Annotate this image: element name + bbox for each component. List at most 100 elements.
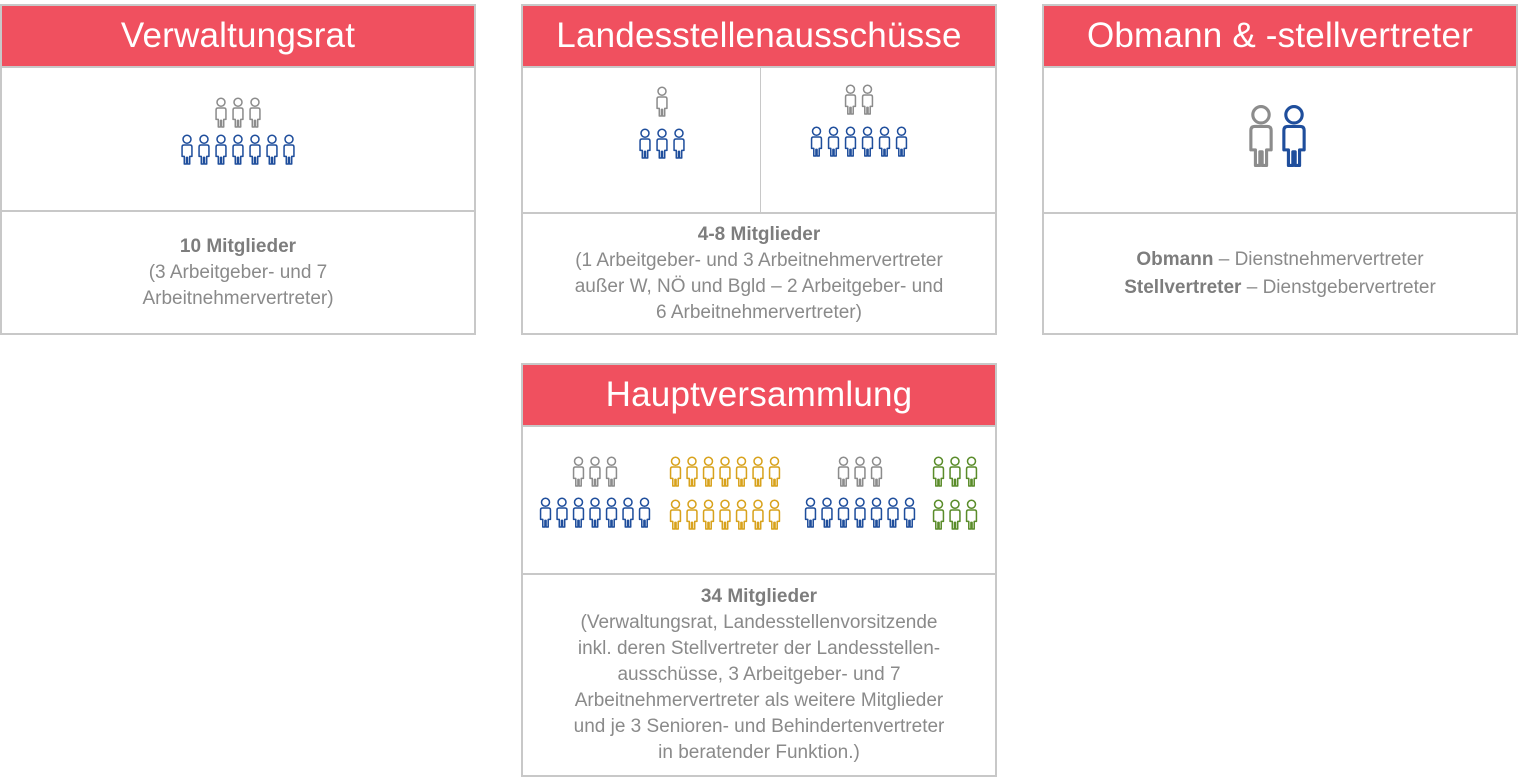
person-icon	[639, 128, 651, 159]
people-icon-group	[2, 68, 474, 212]
detail-line: Arbeitnehmervertreter als weitere Mitgli…	[574, 690, 944, 711]
detail-line: ausschüsse, 3 Arbeitgeber- und 7	[617, 664, 901, 685]
people-icon-group	[523, 68, 995, 214]
person-icon	[844, 84, 857, 115]
card-description: Obmann – Dienstnehmervertreter Stellvert…	[1044, 214, 1516, 333]
person-icon	[821, 497, 833, 528]
people-group-icon-verwaltungsrat	[181, 97, 295, 165]
card-landesstellenausschuesse: Landesstellenausschüsse 4-8 Mitglieder (…	[521, 4, 997, 335]
detail-line: inkl. deren Stellvertreter der Landesste…	[577, 638, 941, 659]
person-icon	[837, 497, 850, 528]
person-icon	[572, 497, 585, 528]
person-icon	[198, 134, 210, 165]
person-icon	[768, 499, 781, 530]
person-icon	[932, 456, 945, 487]
person-icon	[656, 128, 668, 159]
card-description: 34 Mitglieder (Verwaltungsrat, Landesste…	[523, 575, 995, 775]
role-obmann: Obmann	[1136, 248, 1214, 270]
person-icon	[735, 499, 748, 530]
person-icon	[673, 128, 685, 159]
person-icon	[686, 456, 698, 487]
member-count: 4-8 Mitglieder	[697, 223, 821, 245]
role-stellvertreter: Stellvertreter	[1124, 276, 1242, 298]
person-icon	[215, 134, 227, 165]
person-icon	[1249, 105, 1273, 168]
person-icon	[589, 456, 601, 487]
people-group-icon-hauptversammlung	[539, 456, 978, 530]
detail-line: in beratender Funktion.)	[658, 742, 860, 763]
people-group-icon-obmann	[1249, 105, 1306, 168]
person-icon	[622, 497, 634, 528]
person-icon	[232, 134, 244, 165]
card-title: Landesstellenausschüsse	[523, 6, 995, 68]
person-icon	[605, 497, 618, 528]
person-icon	[810, 126, 823, 157]
card-description: 4-8 Mitglieder (1 Arbeitgeber- und 3 Arb…	[523, 214, 995, 333]
person-icon	[589, 497, 601, 528]
person-icon	[556, 497, 568, 528]
person-icon	[870, 456, 883, 487]
detail-line: 6 Arbeitnehmervertreter)	[656, 301, 862, 323]
person-icon	[702, 456, 715, 487]
card-obmann: Obmann & -stellvertreter Obmann – Dienst…	[1042, 4, 1518, 335]
person-icon	[854, 497, 866, 528]
person-icon	[181, 134, 193, 165]
person-icon	[656, 86, 668, 117]
detail-line: (Verwaltungsrat, Landesstellenvorsitzend…	[580, 612, 938, 633]
person-icon	[837, 456, 850, 487]
person-icon	[702, 499, 715, 530]
person-icon	[266, 134, 278, 165]
people-icon-group	[523, 427, 995, 575]
person-icon	[827, 126, 840, 157]
person-icon	[752, 499, 764, 530]
person-icon	[965, 499, 978, 530]
person-icon	[878, 126, 891, 157]
role-obmann-desc: – Dienstnehmervertreter	[1213, 248, 1424, 270]
person-icon	[870, 497, 883, 528]
person-icon	[752, 456, 764, 487]
person-icon	[232, 97, 244, 128]
person-icon	[932, 499, 945, 530]
person-icon	[669, 456, 682, 487]
person-icon	[669, 499, 682, 530]
person-icon	[215, 97, 227, 128]
detail-line: außer W, NÖ und Bgld – 2 Arbeitgeber- un…	[574, 275, 944, 297]
person-icon	[283, 134, 295, 165]
person-icon	[719, 499, 731, 530]
person-icon	[735, 456, 748, 487]
person-icon	[539, 497, 552, 528]
card-title: Verwaltungsrat	[2, 6, 474, 68]
detail-line: (1 Arbeitgeber- und 3 Arbeitnehmervertre…	[575, 249, 943, 271]
person-icon	[844, 126, 857, 157]
card-hauptversammlung: Hauptversammlung 34 Mitglieder (Verwaltu…	[521, 363, 997, 777]
member-count: 34 Mitglieder	[700, 586, 818, 607]
person-icon	[854, 456, 866, 487]
person-icon	[605, 456, 618, 487]
card-title: Hauptversammlung	[523, 365, 995, 427]
detail-line: Arbeitnehmervertreter)	[142, 287, 334, 309]
card-verwaltungsrat: Verwaltungsrat 10 Mitglieder (3 Arbeitge…	[0, 4, 476, 335]
card-title: Obmann & -stellvertreter	[1044, 6, 1516, 68]
person-icon	[949, 456, 961, 487]
person-icon	[768, 456, 781, 487]
person-icon	[719, 456, 731, 487]
person-icon	[895, 126, 908, 157]
person-icon	[861, 84, 874, 115]
person-icon	[887, 497, 899, 528]
people-group-icon-landesstellen	[639, 84, 908, 159]
detail-line: Obmann – Dienstnehmervertreter	[1136, 246, 1423, 274]
person-icon	[949, 499, 961, 530]
people-icon-group	[1044, 68, 1516, 214]
person-icon	[686, 499, 698, 530]
person-icon	[903, 497, 916, 528]
person-icon	[572, 456, 585, 487]
role-stellvertreter-desc: – Dienstgebervertreter	[1241, 276, 1436, 298]
detail-line: Stellvertreter – Dienstgebervertreter	[1124, 274, 1436, 302]
member-count: 10 Mitglieder	[179, 235, 297, 257]
person-icon	[249, 134, 261, 165]
person-icon	[804, 497, 817, 528]
person-icon	[1282, 105, 1306, 168]
divider	[760, 68, 761, 212]
person-icon	[861, 126, 874, 157]
detail-line: und je 3 Senioren- und Behindertenvertre…	[573, 716, 945, 737]
